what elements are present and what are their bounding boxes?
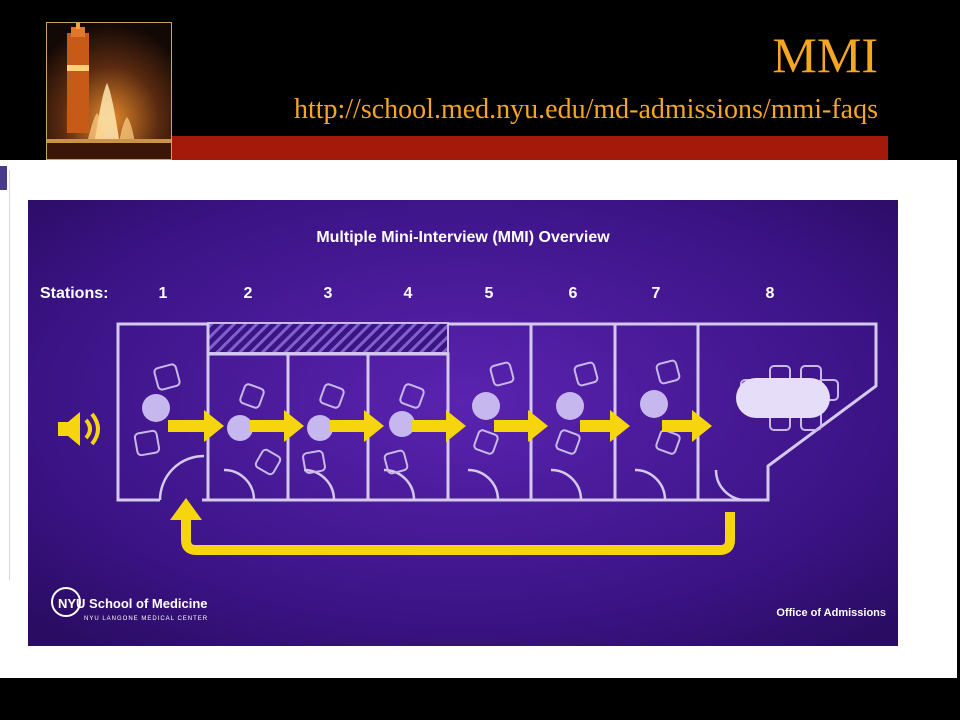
- person-icon: [556, 392, 584, 420]
- chair-icon: [473, 429, 499, 455]
- station-number-3: 3: [324, 285, 333, 302]
- person-icon: [142, 394, 170, 422]
- mmi-overview-diagram: Multiple Mini-Interview (MMI) Overview S…: [28, 200, 898, 646]
- flow-arrows: [168, 410, 712, 442]
- station-number-5: 5: [485, 285, 494, 302]
- arrow-icon: [250, 410, 304, 442]
- door-7: [634, 468, 667, 501]
- door-6: [550, 468, 583, 501]
- chair-icon: [302, 450, 326, 474]
- table-icon: [736, 378, 830, 418]
- speaker-icon: [58, 412, 100, 446]
- arrow-icon: [494, 410, 548, 442]
- chair-icon: [254, 448, 282, 476]
- station-number-4: 4: [404, 285, 413, 302]
- person-icon: [472, 392, 500, 420]
- room-7: [615, 322, 700, 502]
- door-8: [714, 469, 747, 502]
- embedded-slide: Multiple Mini-Interview (MMI) Overview S…: [0, 160, 957, 678]
- chair-icon: [655, 429, 681, 455]
- tower-image-icon: [47, 23, 171, 159]
- door-5: [467, 468, 500, 501]
- person-icon: [640, 390, 668, 418]
- chair-icon: [555, 429, 581, 455]
- chair-icon: [383, 449, 409, 475]
- arrow-icon: [168, 410, 224, 442]
- room-1: [116, 322, 210, 502]
- chair-icon: [573, 361, 599, 387]
- stations-label: Stations:: [40, 285, 108, 302]
- doors: [158, 454, 747, 502]
- station-number-2: 2: [244, 285, 253, 302]
- chair-icon: [655, 359, 681, 385]
- header-accent-bar: [172, 136, 888, 160]
- chair-icon: [153, 363, 181, 391]
- arrow-icon: [330, 410, 384, 442]
- logo-title: NYU School of Medicine: [58, 596, 208, 611]
- door-2: [223, 468, 256, 501]
- chair-icon: [239, 383, 265, 409]
- person-icon: [389, 411, 415, 437]
- tower-thumbnail: [46, 22, 172, 160]
- return-arrowhead-icon: [170, 498, 202, 520]
- return-arrow-icon: [181, 512, 735, 555]
- diagram-background: [28, 200, 898, 646]
- person-icon: [227, 415, 253, 441]
- logo-subtitle: NYU LANGONE MEDICAL CENTER: [84, 616, 208, 622]
- chair-icon: [399, 383, 425, 409]
- arrow-icon: [662, 410, 712, 442]
- station-labels: 1 2 3 4 5 6 7 8: [159, 285, 775, 302]
- station-number-6: 6: [569, 285, 578, 302]
- slide-edge-tab: [0, 166, 7, 190]
- door-3: [303, 468, 336, 501]
- nyu-logo: NYU School of Medicine NYU LANGONE MEDIC…: [51, 587, 208, 622]
- arrow-icon: [580, 410, 630, 442]
- slide-url[interactable]: http://school.med.nyu.edu/md-admissions/…: [293, 94, 878, 125]
- chair-icon: [133, 429, 161, 457]
- person-icon: [307, 415, 333, 441]
- hatched-corridor: [207, 322, 449, 354]
- chair-icon: [489, 361, 515, 387]
- arrow-icon: [412, 410, 466, 442]
- people: [142, 390, 668, 441]
- station-number-7: 7: [652, 285, 661, 302]
- station-number-8: 8: [766, 285, 775, 302]
- room-outlines: [116, 322, 878, 502]
- slide-title: MMI: [772, 27, 878, 83]
- station-number-1: 1: [159, 285, 168, 302]
- door-1: [158, 454, 205, 501]
- nyu-logo-ring-icon: [51, 587, 81, 617]
- door-4: [383, 468, 416, 501]
- slide-left-rule: [0, 170, 10, 580]
- room-5: [448, 322, 533, 502]
- office-of-admissions: Office of Admissions: [776, 607, 886, 619]
- diagram-title: Multiple Mini-Interview (MMI) Overview: [316, 229, 610, 246]
- chair-icon: [319, 383, 345, 409]
- room-6: [531, 322, 617, 502]
